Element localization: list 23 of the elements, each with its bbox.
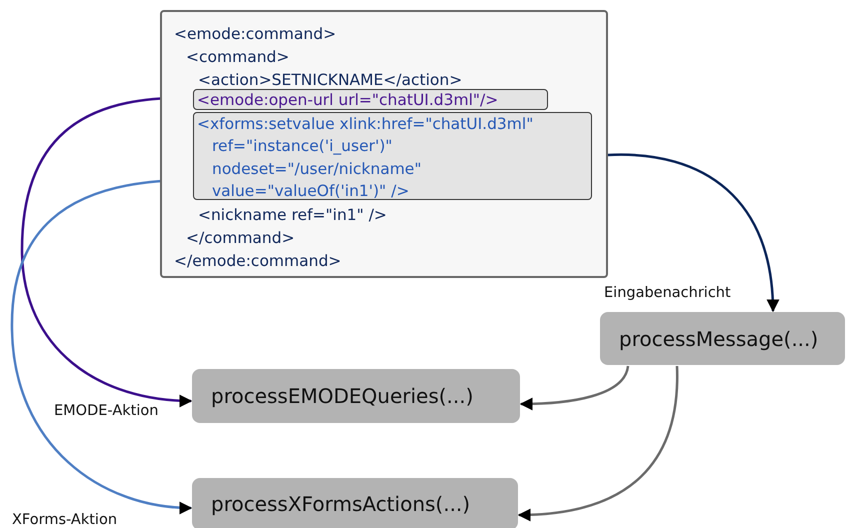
code-line: nodeset="/user/nickname" xyxy=(212,159,422,179)
code-line: ref="instance('i_user')" xyxy=(212,136,392,156)
function-box: processMessage(...) xyxy=(600,312,845,365)
code-line: <nickname ref="in1" /> xyxy=(198,205,387,225)
code-panel xyxy=(160,10,608,278)
arrow xyxy=(518,366,678,521)
arrow xyxy=(10,178,192,514)
arrow xyxy=(520,366,630,410)
arrow xyxy=(20,96,192,407)
code-line: <command> xyxy=(186,47,290,67)
code-line: </command> xyxy=(186,228,295,248)
code-line: <action>SETNICKNAME</action> xyxy=(198,70,462,90)
code-line: <emode:command> xyxy=(174,24,336,44)
code-highlight-box xyxy=(193,89,548,110)
function-box: processEMODEQueries(...) xyxy=(192,369,520,423)
code-line: <emode:open-url url="chatUI.d3ml"/> xyxy=(197,90,498,110)
function-box: processXFormsActions(...) xyxy=(192,478,518,528)
code-line: </emode:command> xyxy=(174,251,342,271)
arrow xyxy=(608,154,779,312)
edge-label: Eingabenachricht xyxy=(604,285,731,302)
code-line: <xforms:setvalue xlink:href="chatUI.d3ml" xyxy=(197,114,534,134)
code-line: value="valueOf('in1')" /> xyxy=(212,181,410,201)
code-highlight-box xyxy=(193,112,592,200)
